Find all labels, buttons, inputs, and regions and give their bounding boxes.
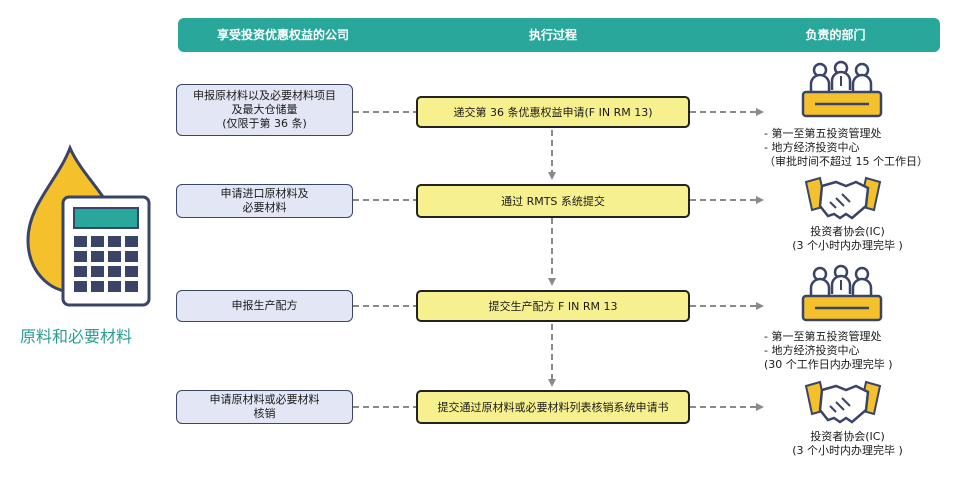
- header-department: 负责的部门: [805, 28, 866, 42]
- column-header-bar: 享受投资优惠权益的公司 执行过程 负责的部门: [178, 18, 940, 52]
- department-text-3: - 第一至第五投资管理处 - 地方经济投资中心 (30 个工作日内办理完毕 ): [764, 330, 893, 371]
- process-step-box-3: 提交生产配方 F IN RM 13: [416, 290, 690, 322]
- header-process: 执行过程: [528, 28, 577, 42]
- handshake-icon: [804, 176, 882, 220]
- department-text-4: 投资者协会(IC) (3 个小时内办理完毕 ): [792, 430, 903, 457]
- handshake-icon: [804, 380, 882, 424]
- company-step-box-2: 申请进口原材料及 必要材料: [176, 184, 353, 218]
- meeting-people-icon: [801, 60, 883, 118]
- header-company: 享受投资优惠权益的公司: [216, 28, 349, 42]
- department-text-1: - 第一至第五投资管理处 - 地方经济投资中心 （审批时间不超过 15 个工作日…: [764, 127, 928, 168]
- process-step-box-2: 通过 RMTS 系统提交: [416, 184, 690, 218]
- process-step-box-1: 递交第 36 条优惠权益申请(F IN RM 13): [416, 96, 690, 128]
- meeting-people-icon: [801, 264, 883, 322]
- company-step-box-4: 申请原材料或必要材料 核销: [176, 390, 353, 424]
- raw-material-drop-calculator-icon: [26, 144, 151, 307]
- company-step-box-1: 申报原材料以及必要材料项目 及最大仓储量 (仅限于第 36 条): [176, 84, 353, 136]
- diagram-caption: 原料和必要材料: [20, 327, 133, 346]
- company-step-box-3: 申报生产配方: [176, 290, 353, 322]
- process-step-box-4: 提交通过原材料或必要材料列表核销系统申请书: [416, 390, 690, 424]
- department-text-2: 投资者协会(IC) (3 个小时内办理完毕 ): [792, 225, 903, 252]
